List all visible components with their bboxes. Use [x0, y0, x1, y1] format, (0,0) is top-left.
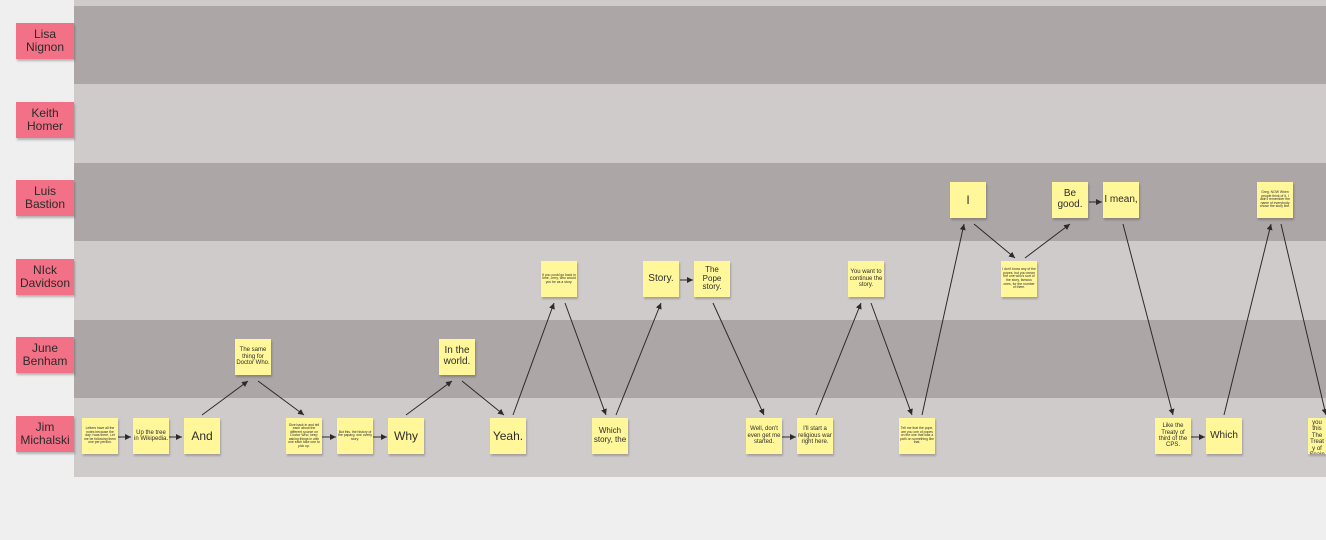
sticky-note[interactable]: Like the Treaty of third of the CPS. — [1155, 418, 1191, 454]
lane-band-keith — [74, 84, 1326, 163]
sticky-note[interactable]: Dive back in and tell each about the dif… — [286, 418, 322, 454]
sticky-note[interactable]: I'll start a religious war right here. — [797, 418, 833, 454]
sticky-note[interactable]: Letters have all the notes because the d… — [82, 418, 118, 454]
sticky-note[interactable]: Be good. — [1052, 182, 1088, 218]
sticky-note[interactable]: Tell me that the pope, are you one of po… — [899, 418, 935, 454]
arrow — [815, 302, 862, 416]
sticky-note[interactable]: In the world. — [439, 339, 475, 375]
arrow — [201, 380, 249, 416]
sticky-note[interactable]: If you could go back in time, Jerry, who… — [541, 261, 577, 297]
sticky-note[interactable]: Well, don't even get me started. — [746, 418, 782, 454]
lane-label-lisa[interactable]: Lisa Nignon — [16, 23, 74, 59]
arrow — [921, 223, 966, 416]
sticky-note[interactable]: I mean, — [1103, 182, 1139, 218]
arrow — [870, 302, 913, 416]
lane-label-jim[interactable]: Jim Michalski — [16, 416, 74, 452]
arrow — [1280, 223, 1326, 416]
sticky-note[interactable]: The Pope story. — [694, 261, 730, 297]
sticky-note[interactable]: Greg. NOW When people think of it, I did… — [1257, 182, 1293, 218]
arrow — [405, 380, 453, 416]
sticky-note[interactable]: Which story, the — [592, 418, 628, 454]
arrow — [1122, 223, 1175, 416]
sticky-note[interactable]: I — [950, 182, 986, 218]
sticky-note[interactable]: Remember you this The Treaty of Spain. — [1308, 418, 1326, 454]
arrow — [615, 302, 662, 416]
sticky-note[interactable]: Why — [388, 418, 424, 454]
sticky-note[interactable]: You want to continue the story. — [848, 261, 884, 297]
lane-band-june — [74, 320, 1326, 398]
sticky-note[interactable]: Up the tree in Wikipedia. — [133, 418, 169, 454]
sticky-note[interactable]: The same thing for Doctor Who. — [235, 339, 271, 375]
arrow — [712, 302, 765, 416]
arrow — [257, 380, 305, 416]
arrow — [512, 302, 555, 416]
sticky-note[interactable]: I don't know any of the popes, but you m… — [1001, 261, 1037, 297]
sticky-note[interactable]: Yeah. — [490, 418, 526, 454]
arrow — [973, 223, 1016, 259]
lane-label-june[interactable]: June Benham — [16, 337, 74, 373]
arrow — [461, 380, 505, 416]
sticky-note[interactable]: Which — [1206, 418, 1242, 454]
lane-band-top — [74, 0, 1326, 6]
lane-label-luis[interactable]: Luis Bastion — [16, 180, 74, 216]
arrow — [564, 302, 607, 416]
lane-band-jim — [74, 398, 1326, 477]
arrow — [1024, 223, 1071, 259]
sticky-note[interactable]: Story. — [643, 261, 679, 297]
lane-band-lisa — [74, 6, 1326, 84]
arrow — [1223, 223, 1273, 416]
lane-label-keith[interactable]: Keith Homer — [16, 102, 74, 138]
sticky-note[interactable]: And — [184, 418, 220, 454]
lane-label-nick[interactable]: NIck Davidson — [16, 259, 74, 295]
sticky-note[interactable]: But this, the history of the papacy, one… — [337, 418, 373, 454]
